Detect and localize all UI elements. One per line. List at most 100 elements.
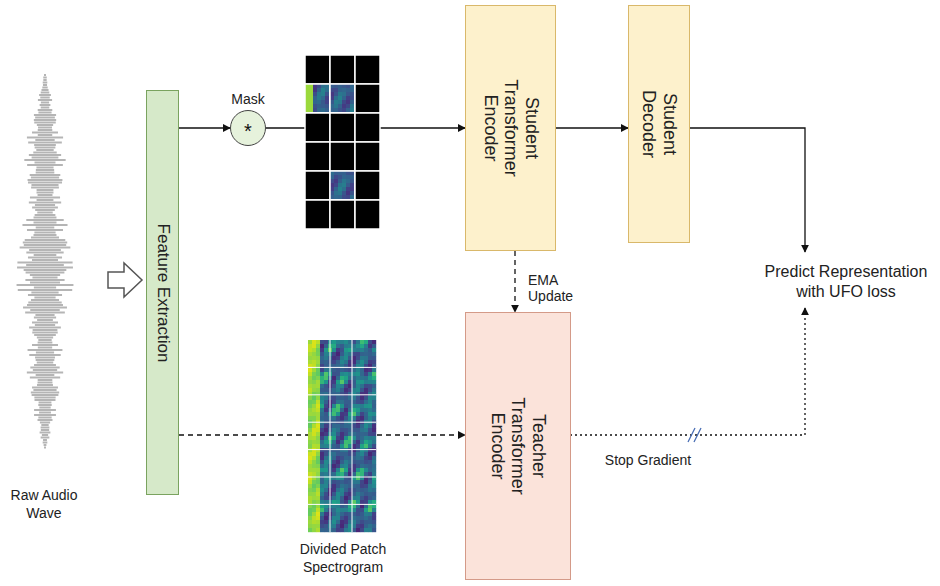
spectrogram-cell <box>336 428 340 432</box>
spectrogram-cell <box>340 464 344 468</box>
patch-border <box>330 200 355 229</box>
spectrogram-cell <box>340 384 344 388</box>
spectrogram-cell <box>342 175 346 179</box>
spectrogram-cell <box>372 380 376 384</box>
spectrogram-cell <box>340 468 344 472</box>
wave-stroke <box>37 384 53 386</box>
spectrogram-cell <box>344 400 348 404</box>
spectrogram-cell <box>368 376 372 380</box>
spectrogram-cell <box>356 512 360 516</box>
spectrogram-cell <box>356 480 360 484</box>
masked-patch <box>305 113 330 142</box>
spectrogram-cell <box>338 104 342 108</box>
spectrogram-cell <box>309 96 313 100</box>
box-title: Student Decoder <box>638 69 679 179</box>
spectrogram-cell <box>332 396 336 400</box>
spectrogram-cell <box>340 524 344 528</box>
spectrogram-cell <box>350 92 354 96</box>
spectrogram-cell <box>372 376 376 380</box>
spectrogram-cell <box>364 344 368 348</box>
spectrogram-cell <box>352 400 356 404</box>
wave-stroke <box>31 292 58 294</box>
wave-stroke <box>36 172 55 174</box>
spectrogram-cell <box>312 376 316 380</box>
spectrogram-cell <box>316 472 320 476</box>
spectrogram-cell <box>372 520 376 524</box>
spectrogram-cell <box>334 191 338 195</box>
spectrogram-cell <box>344 440 348 444</box>
spectrogram-cell <box>340 508 344 512</box>
spectrogram-cell <box>336 352 340 356</box>
wave-stroke <box>41 424 48 426</box>
wave-stroke <box>37 212 52 214</box>
spectrogram-cell <box>338 191 342 195</box>
spectrogram-cell <box>316 408 320 412</box>
spectrogram-cell <box>313 104 317 108</box>
spectrogram-cell <box>352 508 356 512</box>
wave-stroke <box>20 247 71 249</box>
spectrogram-cell <box>332 516 336 520</box>
spectrogram-cell <box>372 464 376 468</box>
spectrogram-cell <box>344 352 348 356</box>
spectrogram-cell <box>336 484 340 488</box>
wave-stroke <box>40 422 50 424</box>
spectrogram-cell <box>308 348 312 352</box>
spectrogram-cell <box>364 488 368 492</box>
spectrogram-cell <box>356 376 360 380</box>
spectrogram-cell <box>364 468 368 472</box>
spectrogram-cell <box>352 496 356 500</box>
spectrogram-cell <box>338 179 342 183</box>
spectrogram-cell <box>324 360 328 364</box>
spectrogram-cell <box>324 428 328 432</box>
spectrogram-cell <box>308 392 312 396</box>
spectrogram-cell <box>312 388 316 392</box>
wave-stroke <box>32 207 58 209</box>
spectrogram-cell <box>338 175 342 179</box>
wave-stroke <box>32 322 58 324</box>
spectrogram-cell <box>336 492 340 496</box>
wave-stroke <box>35 209 55 211</box>
spectrogram-cell <box>324 452 328 456</box>
spectrogram-cell <box>308 404 312 408</box>
spectrogram-cell <box>316 460 320 464</box>
spectrogram-cell <box>364 520 368 524</box>
edge-label: EMA Update <box>528 272 598 304</box>
spectrogram-cell <box>356 464 360 468</box>
spectrogram-cell <box>364 348 368 352</box>
wave-stroke <box>34 254 57 256</box>
spectrogram-cell <box>320 464 324 468</box>
spectrogram-cell <box>340 408 344 412</box>
spectrogram-cell <box>320 512 324 516</box>
spectrogram-cell <box>336 460 340 464</box>
spectrogram-cell <box>324 372 328 376</box>
spectrogram-cell <box>336 408 340 412</box>
spectrogram-cell <box>312 380 316 384</box>
wave-stroke <box>35 162 56 164</box>
wave-stroke <box>38 382 53 384</box>
spectrogram-cell <box>317 104 321 108</box>
spectrogram-cell <box>340 368 344 372</box>
spectrogram-cell <box>340 416 344 420</box>
spectrogram-cell <box>334 88 338 92</box>
spectrogram-cell <box>316 440 320 444</box>
spectrogram-cell <box>344 492 348 496</box>
spectrogram-cell <box>338 195 342 199</box>
spectrogram-cell <box>364 492 368 496</box>
spectrogram-cell <box>320 360 324 364</box>
spectrogram-cell <box>356 432 360 436</box>
spectrogram-cell <box>344 372 348 376</box>
spectrogram-cell <box>360 372 364 376</box>
spectrogram-cell <box>372 444 376 448</box>
spectrogram-cell <box>340 348 344 352</box>
wave-stroke <box>35 139 54 141</box>
spectrogram-cell <box>340 520 344 524</box>
spectrogram-cell <box>334 179 338 183</box>
spectrogram-cell <box>368 384 372 388</box>
spectrogram-cell <box>313 108 317 112</box>
spectrogram-cell <box>308 360 312 364</box>
spectrogram-cell <box>344 468 348 472</box>
spectrogram-cell <box>368 428 372 432</box>
masked-patch <box>330 113 355 142</box>
spectrogram-cell <box>360 388 364 392</box>
spectrogram-cell <box>342 88 346 92</box>
